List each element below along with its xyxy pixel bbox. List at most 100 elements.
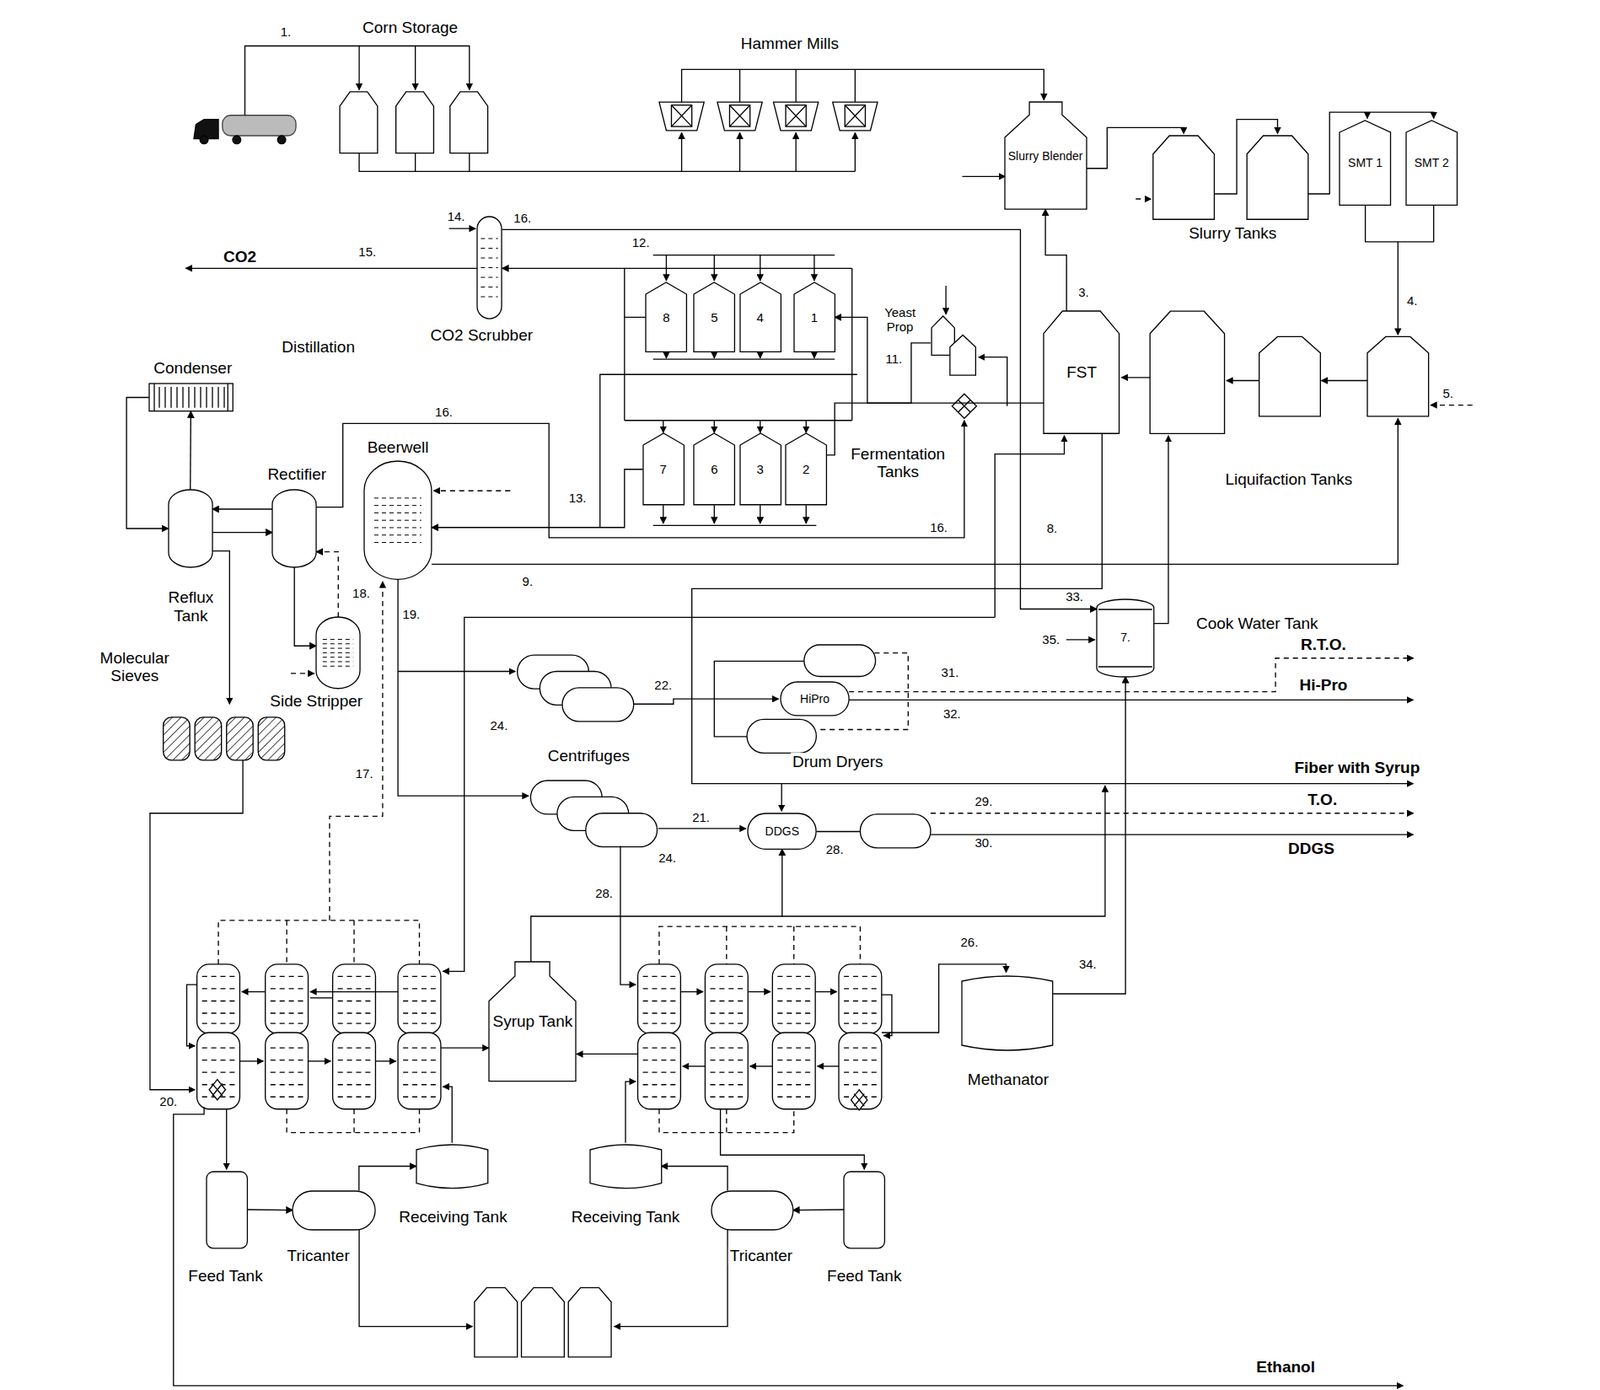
process-vessel: Slurry Blender <box>1004 102 1087 210</box>
vessel-shape <box>488 961 576 1082</box>
pipe-line <box>714 504 715 524</box>
process-vessel: FST <box>1043 311 1120 434</box>
area-label: Distillation <box>279 338 357 357</box>
pipe-line <box>310 991 398 993</box>
vessel-shape <box>1096 599 1155 677</box>
callout-number: 14. <box>445 209 468 224</box>
vessel-heading: Feed Tank <box>825 1267 903 1286</box>
area-label: Liquifaction Tanks <box>1223 470 1354 489</box>
vessel-label: HiPro <box>800 692 830 706</box>
pipe-line <box>397 579 529 797</box>
vessel-shape <box>740 433 781 505</box>
drawing-part <box>222 115 296 136</box>
drawing-part <box>568 1288 612 1358</box>
vessel-outline <box>168 489 213 568</box>
pipe-line <box>185 268 478 269</box>
pipe-line <box>682 1065 706 1067</box>
pipe-line <box>241 991 266 993</box>
callout-number: 3. <box>1076 285 1091 301</box>
product-label: CO2 <box>221 247 258 267</box>
vessel-shape <box>785 433 827 505</box>
drawing-part <box>468 153 470 172</box>
drawing-part <box>854 69 856 103</box>
pipe-line <box>759 352 761 359</box>
drawing-part <box>794 69 796 103</box>
vessel-shape <box>1406 120 1458 205</box>
pipe-line <box>1366 112 1368 119</box>
process-vessel: Side Stripper <box>316 617 360 689</box>
pipe-line <box>793 926 795 965</box>
pipe-line <box>759 504 761 524</box>
vessel-heading: Tricanter <box>728 1246 795 1266</box>
vessel-heading: Side Stripper <box>268 692 365 711</box>
drawing-part <box>600 374 858 528</box>
drawing-part <box>624 419 853 421</box>
drawing-part <box>232 135 242 145</box>
pipe-connector <box>246 1208 293 1211</box>
pipe-line <box>659 1109 795 1133</box>
pipe-line <box>978 357 1008 407</box>
drawing-part <box>265 964 309 1110</box>
pipe-connector <box>660 1166 728 1192</box>
drawing-part <box>653 525 817 527</box>
vessel-shape <box>1096 599 1155 677</box>
vessel-shape <box>272 489 317 568</box>
vessel-shape <box>374 498 422 543</box>
vessel-shape <box>364 461 432 580</box>
process-vessel: Yeast Prop <box>930 316 977 376</box>
vessel-label: 7 <box>660 461 667 477</box>
drawing-part <box>474 1288 518 1358</box>
vessel-shape <box>931 316 976 376</box>
pipe-line <box>1430 404 1473 406</box>
process-vessel: Condenser <box>149 383 233 412</box>
drawing-part <box>1367 336 1429 416</box>
vessel-shape <box>168 489 213 568</box>
pipe-line <box>817 1065 839 1067</box>
process-vessel: HiPro <box>780 681 849 716</box>
pipe-line <box>813 352 815 359</box>
vessel-shape <box>168 489 213 568</box>
callout-number: 15. <box>356 244 378 259</box>
process-vessel: 8 <box>645 282 687 352</box>
vessel-heading: Rectifier <box>265 465 328 484</box>
vessel-shape <box>416 1144 489 1189</box>
callout-number: 21. <box>690 810 712 825</box>
pipe-line <box>290 672 315 674</box>
pipe-connector <box>126 397 169 529</box>
pipe-line <box>714 697 779 699</box>
pipe-line <box>1135 198 1151 199</box>
pipe-line <box>680 991 704 993</box>
pipe-line <box>440 1046 489 1048</box>
pipe-line <box>805 420 807 434</box>
vessel-label: SMT 1 <box>1347 155 1383 170</box>
vessel-heading: Receiving Tank <box>397 1208 510 1227</box>
vessel-heading: Beerwell <box>365 438 431 457</box>
vessel-shape <box>1004 102 1087 210</box>
process-vessel: Tricanter <box>711 1191 794 1230</box>
callout-number: 24. <box>488 718 510 733</box>
vessel-shape <box>961 976 1053 1051</box>
vessel-outline <box>316 617 360 689</box>
drawing-part <box>199 135 209 145</box>
pipe-line <box>951 393 977 419</box>
drawing-part <box>653 358 835 360</box>
vessel-shape <box>950 335 977 376</box>
callout-number: 28. <box>824 842 846 858</box>
vessel-shape <box>843 1171 885 1249</box>
drawing-part <box>653 254 835 256</box>
drawing-part <box>638 964 682 1110</box>
drawing-part <box>773 102 819 131</box>
vessel-heading: Cook Water Tank <box>1194 614 1321 634</box>
pipe-line <box>1226 380 1260 382</box>
pipe-line <box>1149 311 1225 434</box>
drawing-part <box>397 964 441 1110</box>
product-label: Hi-Pro <box>1297 676 1349 696</box>
vessel-outline <box>272 489 317 568</box>
pipe-connector <box>212 508 273 510</box>
drawing-part <box>414 153 416 172</box>
pipe-line <box>212 551 231 705</box>
callout-number: 20. <box>157 1095 179 1110</box>
vessel-outline <box>477 216 502 319</box>
pipe-line <box>746 719 817 753</box>
pipe-line <box>1213 119 1278 194</box>
